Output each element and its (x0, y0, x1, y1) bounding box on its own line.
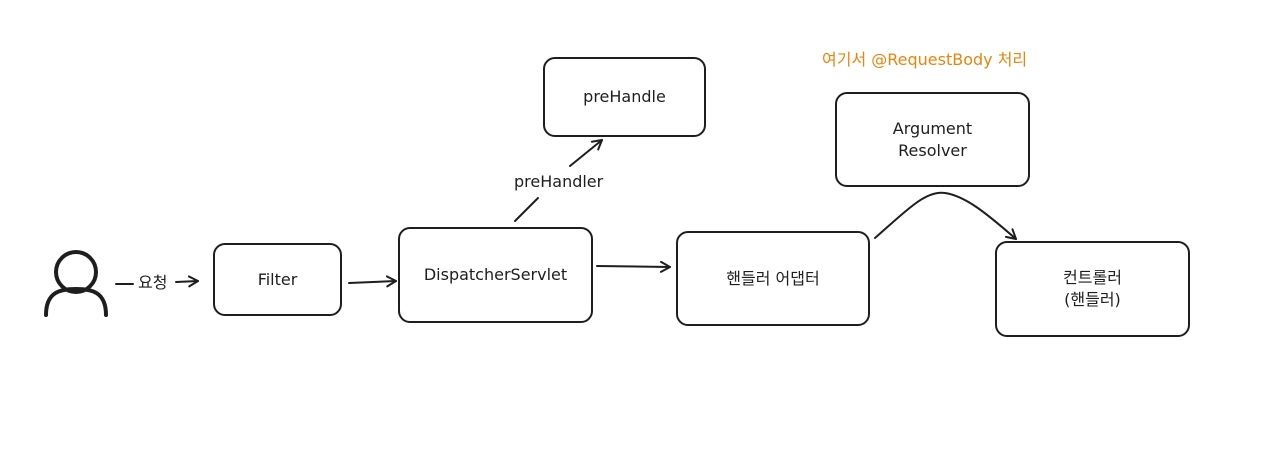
arrow-handler-adapter-to-controller (874, 191, 1017, 240)
argument-resolver-box: Argument Resolver (835, 92, 1030, 187)
filter-label: Filter (257, 269, 298, 289)
argument-resolver-label: Argument Resolver (892, 118, 973, 160)
handler-adapter-box: 핸들러 어댑터 (676, 231, 870, 326)
arrow-request-to-filter (175, 275, 199, 288)
request-body-annotation: 여기서 @RequestBody 처리 (822, 50, 1028, 69)
controller-box: 컨트롤러 (핸들러) (995, 241, 1190, 337)
dispatcher-servlet-label: DispatcherServlet (423, 265, 568, 284)
request-label: 요청 (138, 273, 168, 293)
handler-adapter-label: 핸들러 어댑터 (726, 268, 820, 288)
arrow-dispatcher-to-prehandle-upper (569, 139, 603, 167)
filter-box: Filter (213, 243, 342, 316)
arrow-filter-to-dispatcher (348, 275, 397, 288)
arrow-dispatcher-to-handler-adapter (596, 260, 671, 273)
prehandle-label: preHandle (583, 87, 666, 106)
controller-label: 컨트롤러 (핸들러) (1063, 268, 1122, 309)
prehandler-edge-label: preHandler (512, 172, 606, 192)
arrow-dispatcher-to-prehandle-lower (514, 197, 539, 222)
prehandle-box: preHandle (543, 57, 706, 137)
dispatcher-servlet-box: DispatcherServlet (398, 227, 593, 323)
user-icon (44, 250, 108, 317)
